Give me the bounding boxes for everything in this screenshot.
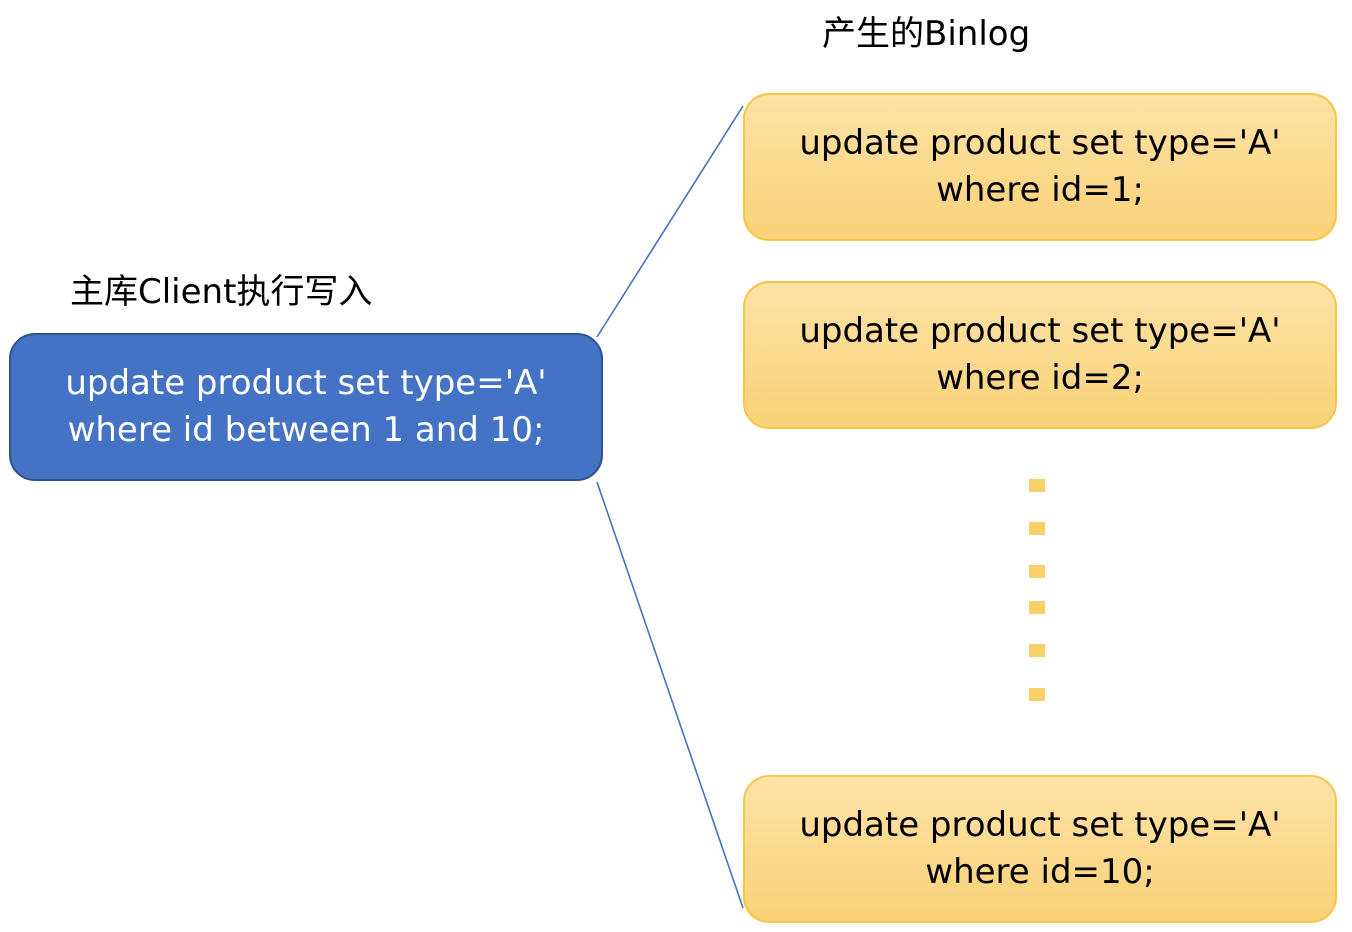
ellipsis-dot	[1029, 565, 1045, 578]
vertical-ellipsis	[1029, 479, 1045, 705]
ellipsis-dot	[1029, 522, 1045, 535]
binlog-entry-line-1: update product set type='A'	[799, 123, 1281, 163]
binlog-entry-box: update product set type='A' where id=2;	[743, 281, 1337, 429]
ellipsis-dot	[1029, 644, 1045, 657]
binlog-entry-line-2: where id=10;	[925, 852, 1155, 892]
binlog-title: 产生的Binlog	[822, 14, 1031, 54]
ellipsis-dot	[1029, 479, 1045, 492]
source-statement-line-1: update product set type='A'	[65, 363, 547, 403]
source-statement-line-2: where id between 1 and 10;	[67, 410, 545, 450]
ellipsis-dot	[1029, 601, 1045, 614]
connector-line-bottom	[596, 481, 744, 909]
binlog-entry-line-1: update product set type='A'	[799, 311, 1281, 351]
ellipsis-dot	[1029, 688, 1045, 701]
source-title: 主库Client执行写入	[70, 272, 373, 312]
source-statement-box: update product set type='A' where id bet…	[9, 333, 603, 481]
binlog-entry-box: update product set type='A' where id=1;	[743, 93, 1337, 241]
connector-line-top	[596, 105, 744, 338]
binlog-entry-line-2: where id=2;	[936, 358, 1144, 398]
binlog-entry-line-2: where id=1;	[936, 170, 1144, 210]
binlog-entry-line-1: update product set type='A'	[799, 805, 1281, 845]
binlog-entry-box: update product set type='A' where id=10;	[743, 775, 1337, 923]
